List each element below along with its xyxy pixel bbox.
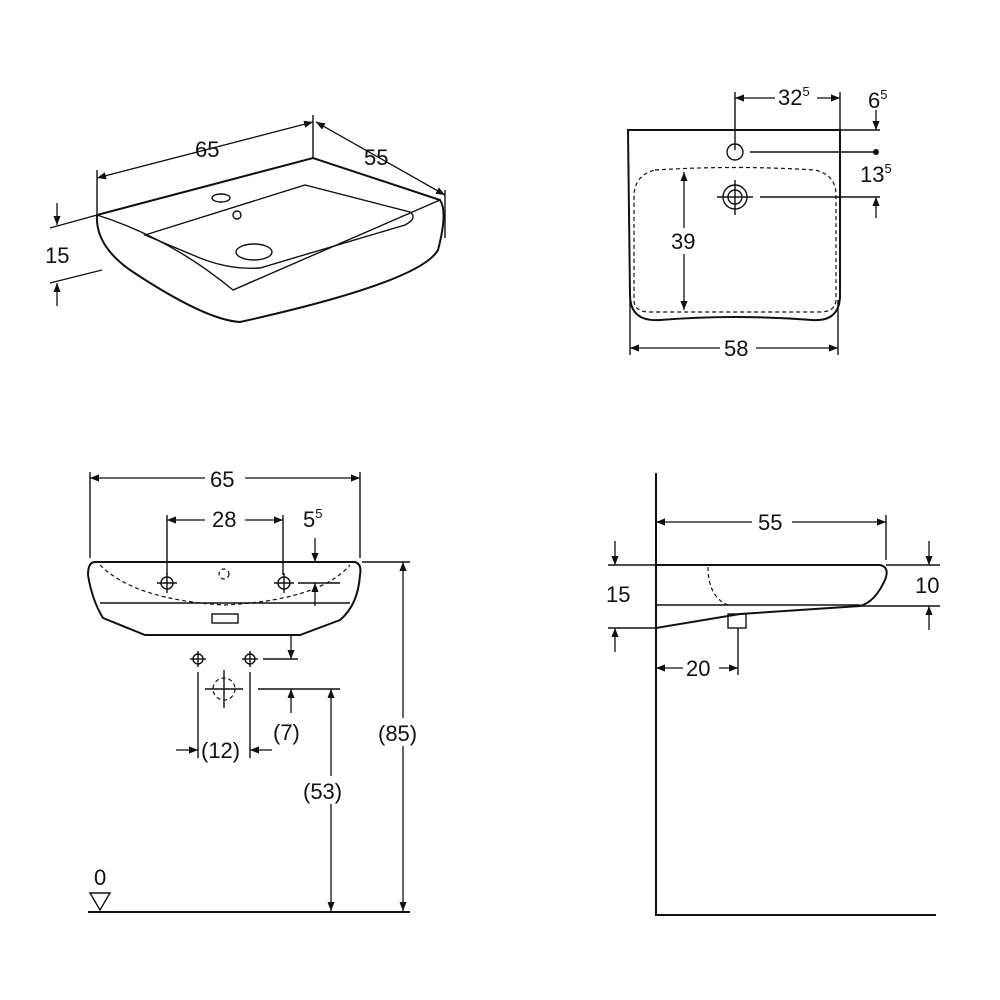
side-view: 55 15 10 20 [606,473,940,916]
floor-level-symbol [88,892,112,912]
front-supply-height-label: (7) [273,720,300,745]
iso-depth-label: 55 [364,145,388,170]
basin-outline-front [86,561,362,636]
waste-outlet-side [727,613,747,629]
iso-width-label: 65 [195,137,219,162]
top-rim-to-tap-label: 65 [868,87,887,113]
waste-point [205,670,243,708]
side-rim-height-label: 10 [915,573,939,598]
front-waste-height-label: (53) [303,779,342,804]
supply-points [190,651,258,667]
isometric-view: 65 55 15 [45,115,446,324]
top-width-label: 58 [724,336,748,361]
front-supply-spacing-label: (12) [201,738,240,763]
basin-outline-iso [95,156,445,324]
front-hole-spacing-label: 28 [212,507,236,532]
side-waste-offset-label: 20 [686,656,710,681]
overflow-hole [232,210,242,220]
front-width-label: 65 [210,467,234,492]
side-depth-label: 55 [758,510,782,535]
front-view: 65 28 55 (7) (12) (53) (85) 0 [86,466,432,913]
top-tap-to-drain-label: 135 [860,161,892,187]
front-rim-height-label: (85) [378,721,417,746]
top-view: 325 65 135 39 58 [626,84,892,361]
floor-level-label: 0 [94,865,106,890]
basin-outline-top [626,129,841,322]
basin-outline-side [655,564,888,630]
waste-outlet [211,613,239,624]
drain-hole [235,243,273,261]
side-height-label: 15 [606,582,630,607]
top-basin-depth-label: 39 [671,229,695,254]
top-tap-offset-label: 325 [778,84,810,110]
iso-height-label: 15 [45,243,69,268]
tap-hole [211,193,231,203]
front-hole-height-label: 55 [303,506,322,532]
